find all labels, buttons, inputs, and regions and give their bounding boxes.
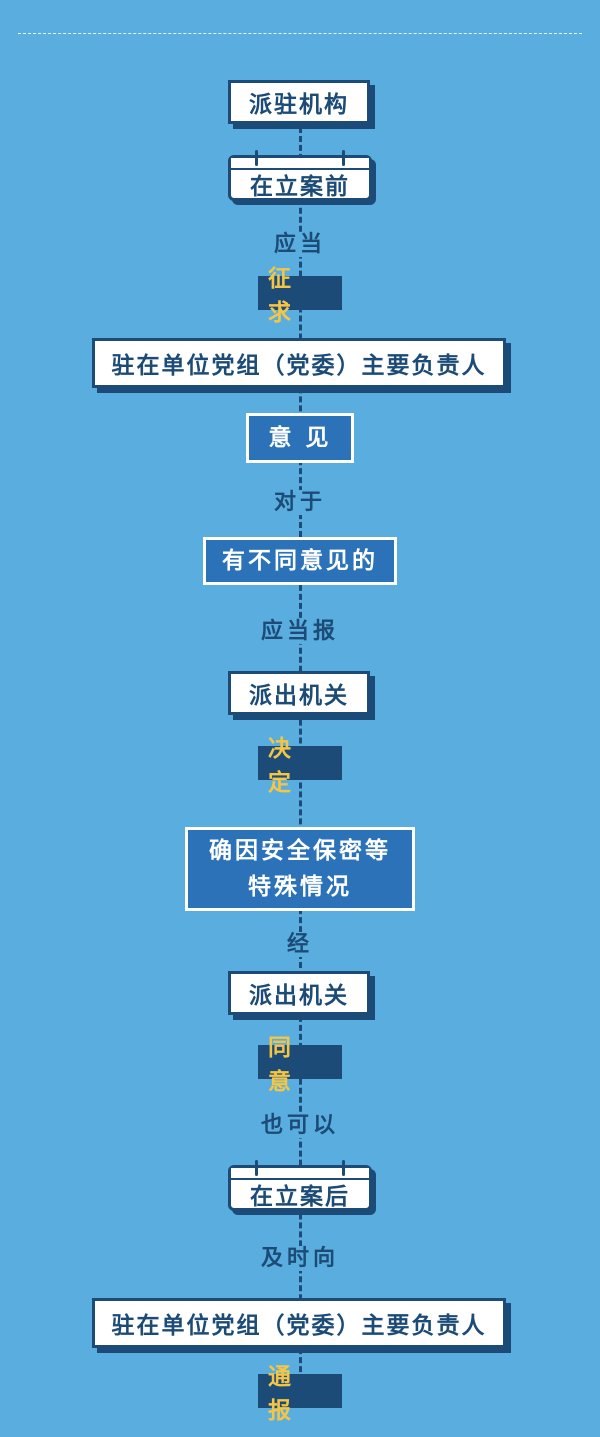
decide-tag: 决 定 bbox=[258, 736, 342, 796]
solicit-tag: 征 求 bbox=[258, 266, 342, 326]
connector-promptly-to: 及时向 bbox=[200, 1240, 400, 1272]
after-filing-calendar: 在立案后 bbox=[228, 1160, 372, 1211]
connector-via: 经 bbox=[200, 926, 400, 958]
calendar-header-strip bbox=[231, 1168, 369, 1180]
before-filing-calendar: 在立案前 bbox=[228, 150, 372, 201]
top-divider bbox=[18, 33, 582, 34]
notify-tag: 通 报 bbox=[258, 1364, 342, 1424]
calendar-ring-icon bbox=[342, 1160, 345, 1176]
connector-regarding: 对于 bbox=[200, 484, 400, 516]
before-filing-label: 在立案前 bbox=[250, 174, 350, 200]
unit-leader-label-2: 驻在单位党组（党委）主要负责人 bbox=[111, 1313, 487, 1339]
special-circumstance-box: 确因安全保密等 特殊情况 bbox=[185, 827, 415, 911]
after-filing-label: 在立案后 bbox=[250, 1184, 350, 1210]
approve-tag: 同 意 bbox=[258, 1035, 342, 1095]
calendar-header-strip bbox=[231, 158, 369, 170]
unit-leader-box-2: 驻在单位党组（党委）主要负责人 bbox=[92, 1298, 506, 1348]
opinion-box: 意 见 bbox=[246, 413, 354, 463]
dispatching-organ-box-2: 派出机关 bbox=[228, 971, 370, 1015]
connector-should: 应当 bbox=[200, 226, 400, 258]
dispatching-organ-box-1: 派出机关 bbox=[228, 671, 370, 715]
connector-also-may: 也可以 bbox=[200, 1107, 400, 1139]
disagreement-box: 有不同意见的 bbox=[203, 537, 397, 585]
connector-should-report: 应当报 bbox=[200, 613, 400, 645]
dispatch-agency-label: 派驻机构 bbox=[249, 92, 349, 118]
unit-leader-box-1: 驻在单位党组（党委）主要负责人 bbox=[92, 338, 506, 388]
calendar-ring-icon bbox=[255, 1160, 258, 1176]
calendar-ring-icon bbox=[342, 150, 345, 166]
calendar-ring-icon bbox=[255, 150, 258, 166]
dispatch-agency-box: 派驻机构 bbox=[228, 80, 370, 124]
unit-leader-label-1: 驻在单位党组（党委）主要负责人 bbox=[111, 353, 487, 379]
